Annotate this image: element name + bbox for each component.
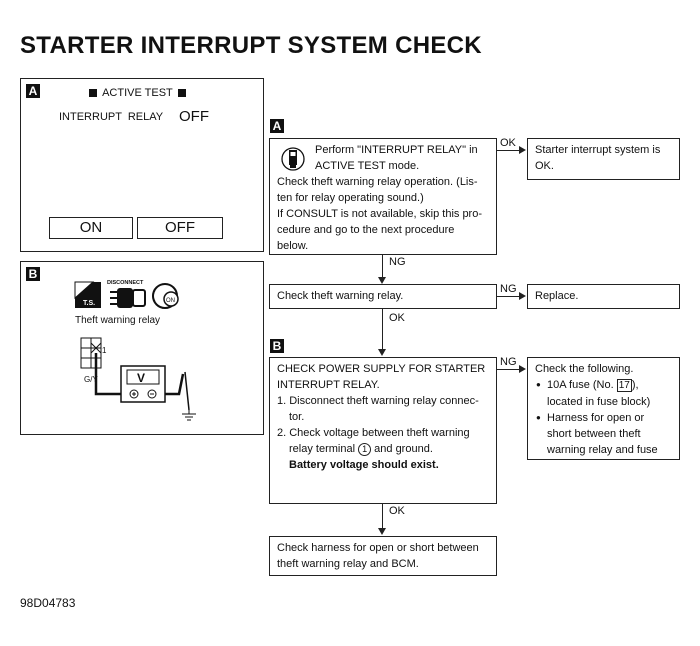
ts-label: T.S. (83, 300, 95, 307)
panel-a-consult-screen: A ACTIVE TEST INTERRUPT RELAY OFF ON OFF (20, 78, 264, 252)
connector-ng2 (497, 296, 519, 297)
step4-line2: theft warning relay and BCM. (277, 558, 419, 570)
ok2-label: OK (389, 312, 405, 324)
ignition-on-icon: ON (152, 283, 179, 309)
off-button[interactable]: OFF (137, 217, 223, 239)
arrow-ng3 (519, 365, 526, 373)
step1-line3: Check theft warning relay operation. (Li… (277, 176, 478, 188)
connector-ok3 (382, 504, 383, 528)
voltmeter-icon: V (120, 365, 166, 403)
step1-line4: ten for relay operating sound.) (277, 192, 424, 204)
result3-bullet2b: short between theft (547, 428, 641, 440)
ng1-label: NG (389, 256, 406, 268)
flow-tag-b: B (270, 339, 284, 353)
panel-a-tag: A (26, 84, 40, 98)
step3-line1: CHECK POWER SUPPLY FOR STARTER (277, 363, 486, 375)
step3-line2: INTERRUPT RELAY. (277, 379, 380, 391)
footer-code: 98D04783 (20, 596, 76, 610)
relay-test-diagram: T.S. DISCONNECT ON Theft warning relay (74, 280, 196, 421)
step1-box: Perform "INTERRUPT RELAY" in ACTIVE TEST… (269, 138, 497, 255)
step1-line1: Perform "INTERRUPT RELAY" in (315, 144, 478, 156)
fuse-number-badge: 17 (616, 379, 632, 392)
flow-tag-a: A (270, 119, 284, 133)
relay-connector-icon (80, 337, 102, 369)
step1-line5: If CONSULT is not available, skip this p… (277, 208, 483, 220)
interrupt-relay-label: INTERRUPT RELAY (59, 111, 164, 123)
result1-box: Starter interrupt system is OK. (527, 138, 680, 180)
step3-line6: relay terminal 1 and ground. (277, 441, 489, 457)
step1-line2: ACTIVE TEST mode. (315, 160, 420, 172)
connector-ng3 (497, 369, 519, 370)
panel-b-relay-diagram: B T.S. DISCONNECT ON Theft warning relay (20, 261, 264, 435)
relay-label: Theft warning relay (75, 315, 160, 326)
step3-line5: 2. Check voltage between theft warning (277, 427, 470, 439)
step3-line7: Battery voltage should exist. (289, 459, 439, 471)
result2-text: Replace. (535, 290, 579, 302)
step3-line3: 1. Disconnect theft warning relay connec… (277, 395, 479, 407)
result3-bullet1: 10A fuse (No. 17), located in fuse block… (536, 377, 672, 410)
ok3-label: OK (389, 505, 405, 517)
arrow-ng2 (519, 292, 526, 300)
arrow-ok2 (378, 349, 386, 356)
result3-bullet2c: warning relay and fuse (547, 444, 658, 456)
active-test-header: ACTIVE TEST (89, 87, 186, 99)
connector-ok2 (382, 309, 383, 349)
result3-bullet2a: Harness for open or (547, 412, 645, 424)
step4-box: Check harness for open or short between … (269, 536, 497, 576)
step1-line6: cedure and go to the next procedure (277, 224, 455, 236)
panel-b-tag: B (26, 267, 40, 281)
step3-box: CHECK POWER SUPPLY FOR STARTER INTERRUPT… (269, 357, 497, 504)
wire-color: G/Y (84, 375, 98, 384)
arrow-ok3 (378, 528, 386, 535)
step2-box: Check theft warning relay. (269, 284, 497, 309)
ignition-on-label: ON (166, 298, 175, 304)
meter-label: V (137, 371, 145, 385)
interrupt-relay-value: OFF (179, 108, 209, 125)
terminal-circle: 1 (358, 443, 372, 456)
connector-ng1 (382, 255, 383, 277)
step3-line6a: relay terminal (289, 443, 356, 455)
step2-text: Check theft warning relay. (277, 290, 404, 302)
ts-icon: T.S. (74, 281, 101, 308)
result3-box: Check the following. 10A fuse (No. 17), … (527, 357, 680, 460)
page-title: STARTER INTERRUPT SYSTEM CHECK (20, 32, 482, 59)
result3-line1: Check the following. (535, 363, 634, 375)
arrow-ok1 (519, 146, 526, 154)
step4-line1: Check harness for open or short between (277, 542, 479, 554)
ok1-label: OK (500, 137, 516, 149)
result1-line1: Starter interrupt system is (535, 144, 661, 156)
disconnect-label: DISCONNECT (107, 280, 144, 286)
connector-ok1 (497, 150, 519, 151)
arrow-ng1 (378, 277, 386, 284)
result3-bullet1a: 10A fuse (No. (547, 379, 614, 391)
consult-icon (281, 147, 305, 171)
active-test-label: ACTIVE TEST (102, 87, 173, 100)
result3-bullet2: Harness for open or short between theft … (536, 410, 672, 458)
result1-line2: OK. (535, 160, 554, 172)
on-button[interactable]: ON (49, 217, 133, 239)
step1-line7: below. (277, 240, 309, 252)
result3-bullet1c: ), (631, 379, 639, 391)
ground-icon (182, 410, 196, 421)
disconnect-connector-icon: DISCONNECT (107, 280, 146, 308)
step3-line6c: and ground. (374, 443, 433, 455)
terminal-number: 1 (102, 346, 107, 355)
result3-bullet1d: located in fuse block) (547, 396, 651, 408)
ng3-label: NG (500, 356, 517, 368)
ng2-label: NG (500, 283, 517, 295)
step3-line4: tor. (289, 411, 305, 423)
result2-box: Replace. (527, 284, 680, 309)
